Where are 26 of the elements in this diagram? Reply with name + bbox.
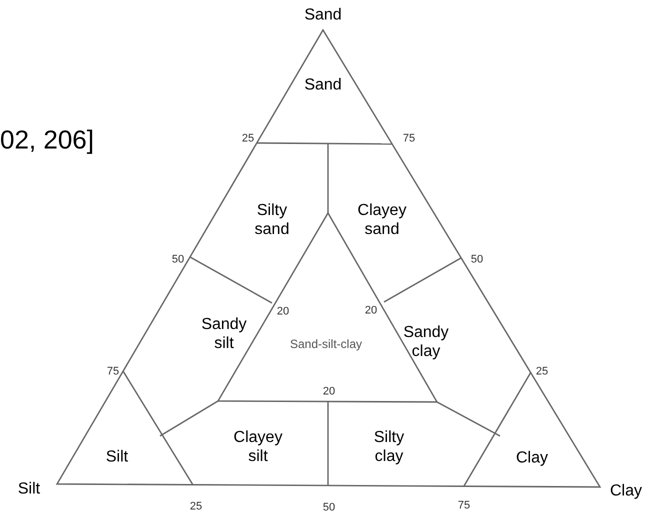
region-label: Sandy silt bbox=[200, 314, 248, 354]
vertex-label: Clay bbox=[608, 481, 643, 501]
tick-label: 75 bbox=[402, 132, 416, 146]
region-label: Sand bbox=[303, 75, 343, 95]
region-label: Clayey silt bbox=[232, 428, 284, 466]
tick-label: 25 bbox=[534, 365, 550, 379]
vertex-label: Silt bbox=[16, 479, 42, 499]
tick-label: 20 bbox=[364, 304, 378, 318]
region-label: Sandy clay bbox=[402, 322, 450, 362]
tick-label: 50 bbox=[322, 501, 336, 515]
coordinate-text: 02, 206] bbox=[0, 124, 94, 156]
region-label: Clayey sand bbox=[356, 200, 408, 240]
tick-label: 25 bbox=[240, 132, 256, 146]
tick-label: 20 bbox=[322, 385, 336, 399]
region-label: Clay bbox=[514, 448, 549, 468]
vertex-label: Sand bbox=[303, 5, 343, 25]
tick-label: 75 bbox=[456, 499, 472, 513]
region-label: Silt bbox=[104, 447, 130, 467]
tick-label: 20 bbox=[276, 305, 290, 319]
region-label: Silty sand bbox=[254, 200, 290, 240]
tick-label: 50 bbox=[470, 253, 484, 267]
region-label: Silty clay bbox=[372, 428, 406, 466]
tick-label: 25 bbox=[188, 500, 204, 514]
tick-label: 75 bbox=[106, 365, 120, 379]
region-label: Sand-silt-clay bbox=[288, 336, 364, 352]
tick-label: 50 bbox=[170, 253, 186, 267]
